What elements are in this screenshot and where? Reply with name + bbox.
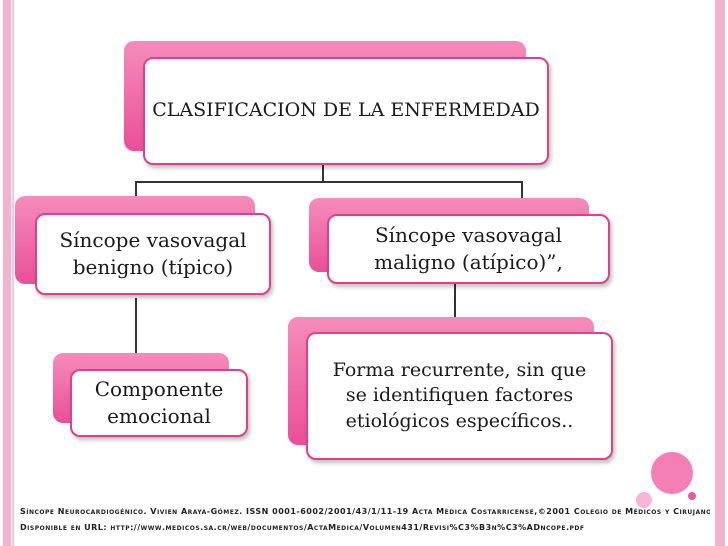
right-branch-node: Síncope vasovagal maligno (atípico)”,	[327, 214, 610, 284]
left-decorative-line	[12, 0, 14, 546]
decorative-circle-tiny	[688, 492, 696, 500]
left-child-label: Componente emocional	[94, 377, 224, 428]
right-decorative-bar	[715, 0, 725, 546]
right-branch-label: Síncope vasovagal maligno (atípico)”,	[374, 223, 563, 274]
decorative-circle-large	[651, 452, 693, 494]
footer-url: Disponible en URL: http://www.medicos.sa…	[20, 523, 585, 532]
right-child-node: Forma recurrente, sin que se identifique…	[306, 332, 613, 460]
root-node: CLASIFICACION DE LA ENFERMEDAD	[143, 57, 549, 165]
root-node-label: CLASIFICACION DE LA ENFERMEDAD	[152, 99, 540, 122]
connector-left-child	[135, 298, 137, 353]
connector-horizontal	[135, 181, 523, 183]
left-branch-label: Síncope vasovagal benigno (típico)	[59, 228, 247, 279]
footer-citation: Síncope Neurocardiogénico. Vivien Araya-…	[20, 507, 710, 516]
connector-right-child	[454, 280, 456, 318]
left-child-node: Componente emocional	[70, 369, 248, 437]
right-child-label: Forma recurrente, sin que se identifique…	[332, 358, 587, 432]
left-branch-node: Síncope vasovagal benigno (típico)	[35, 213, 271, 295]
decorative-circle-small	[636, 492, 652, 508]
left-decorative-bar	[3, 0, 11, 546]
connector-root-down	[322, 162, 324, 182]
